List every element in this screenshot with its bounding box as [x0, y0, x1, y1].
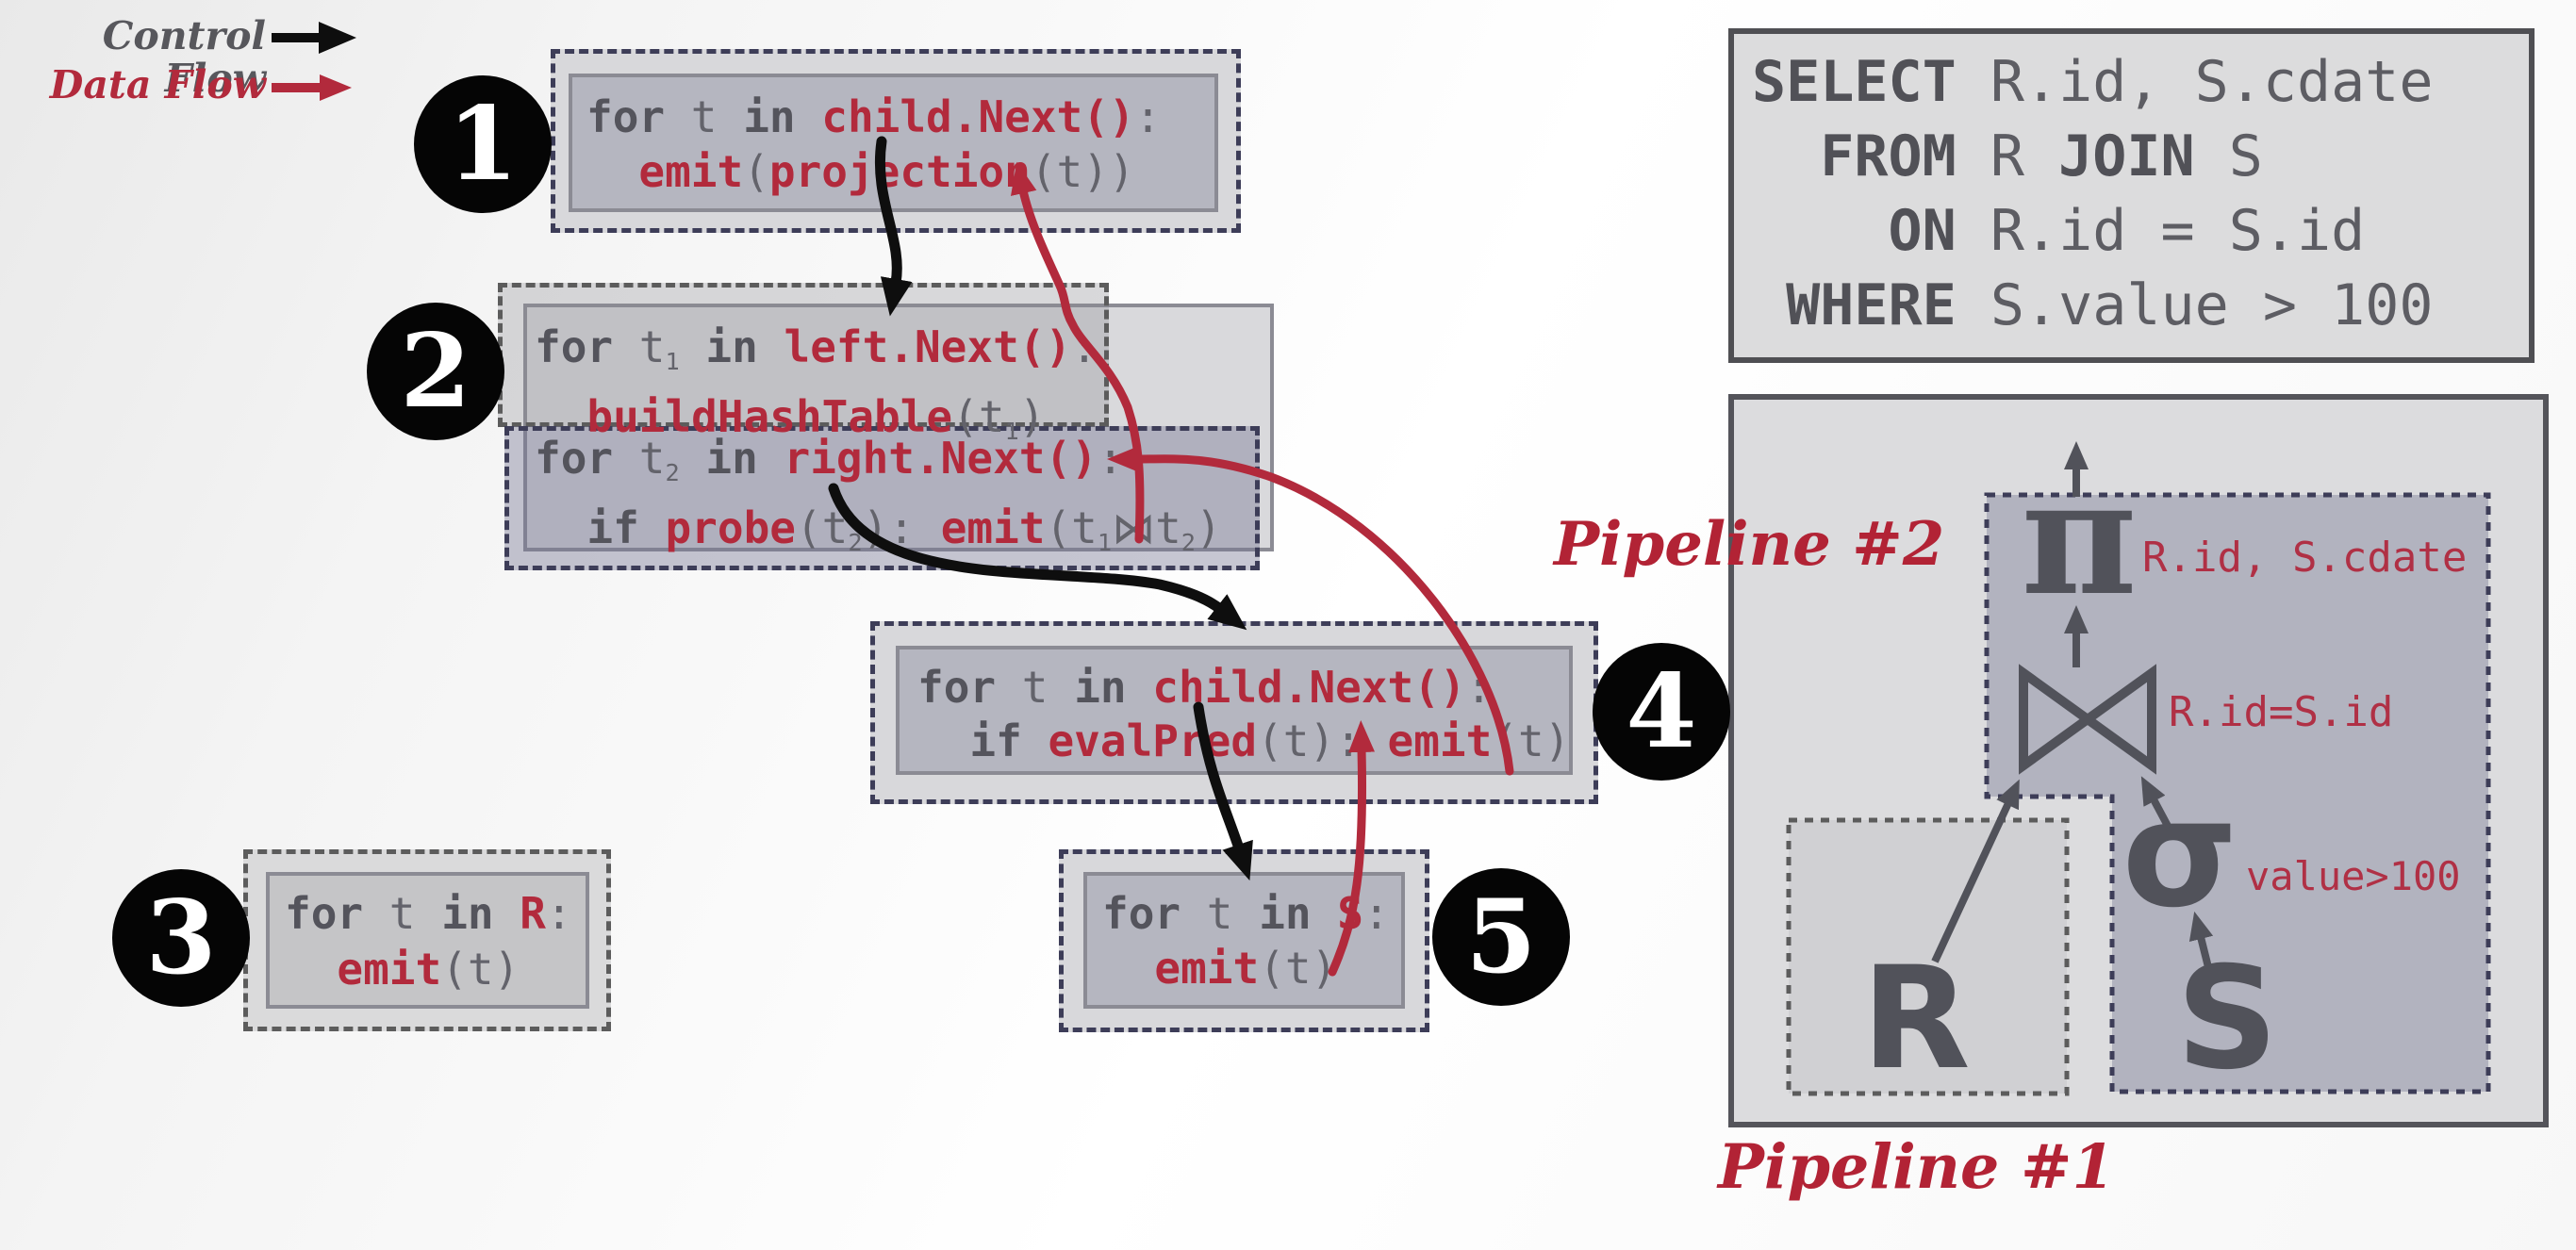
step-badge-2: 2: [367, 303, 504, 440]
table-s-label: S: [2175, 936, 2279, 1101]
code-projection: for t in child.Next(): emit(projection(t…: [586, 91, 1162, 197]
projection-columns-label: R.id, S.cdate: [2142, 534, 2468, 582]
selection-predicate-label: value>100: [2246, 853, 2461, 899]
step-badge-1: 1: [414, 75, 552, 213]
operator-box-scan-r: [266, 872, 589, 1009]
table-r-label: R: [1861, 936, 1971, 1101]
projection-pi-icon: π: [2021, 444, 2138, 631]
step-badge-3: 3: [112, 869, 250, 1007]
join-predicate-label: R.id=S.id: [2169, 688, 2394, 736]
legend-data-flow-label: Data Flow: [49, 62, 266, 107]
code-scan-r: for t in R: emit(t): [285, 888, 572, 995]
selection-sigma-icon: σ: [2122, 766, 2238, 941]
sql-query-box: [1728, 28, 2535, 363]
pipeline-boundary-join-build: [498, 283, 1109, 427]
code-scan-s: for t in S: emit(t): [1102, 888, 1390, 994]
code-filter: for t in child.Next(): if evalPred(t): e…: [917, 662, 1571, 766]
step-badge-5: 5: [1432, 868, 1570, 1006]
pipeline-2-label: Pipeline #2: [1554, 509, 1945, 580]
legend-control-flow-label: Control Flow: [102, 13, 266, 102]
pipeline-1-label: Pipeline #1: [1718, 1131, 2115, 1203]
code-hash-join-probe: for t2 in right.Next(): if probe(t2): em…: [535, 433, 1222, 557]
step-badge-4: 4: [1593, 643, 1730, 781]
sql-query-text: SELECT R.id, S.cdate FROM R JOIN S ON R.…: [1752, 49, 2434, 338]
